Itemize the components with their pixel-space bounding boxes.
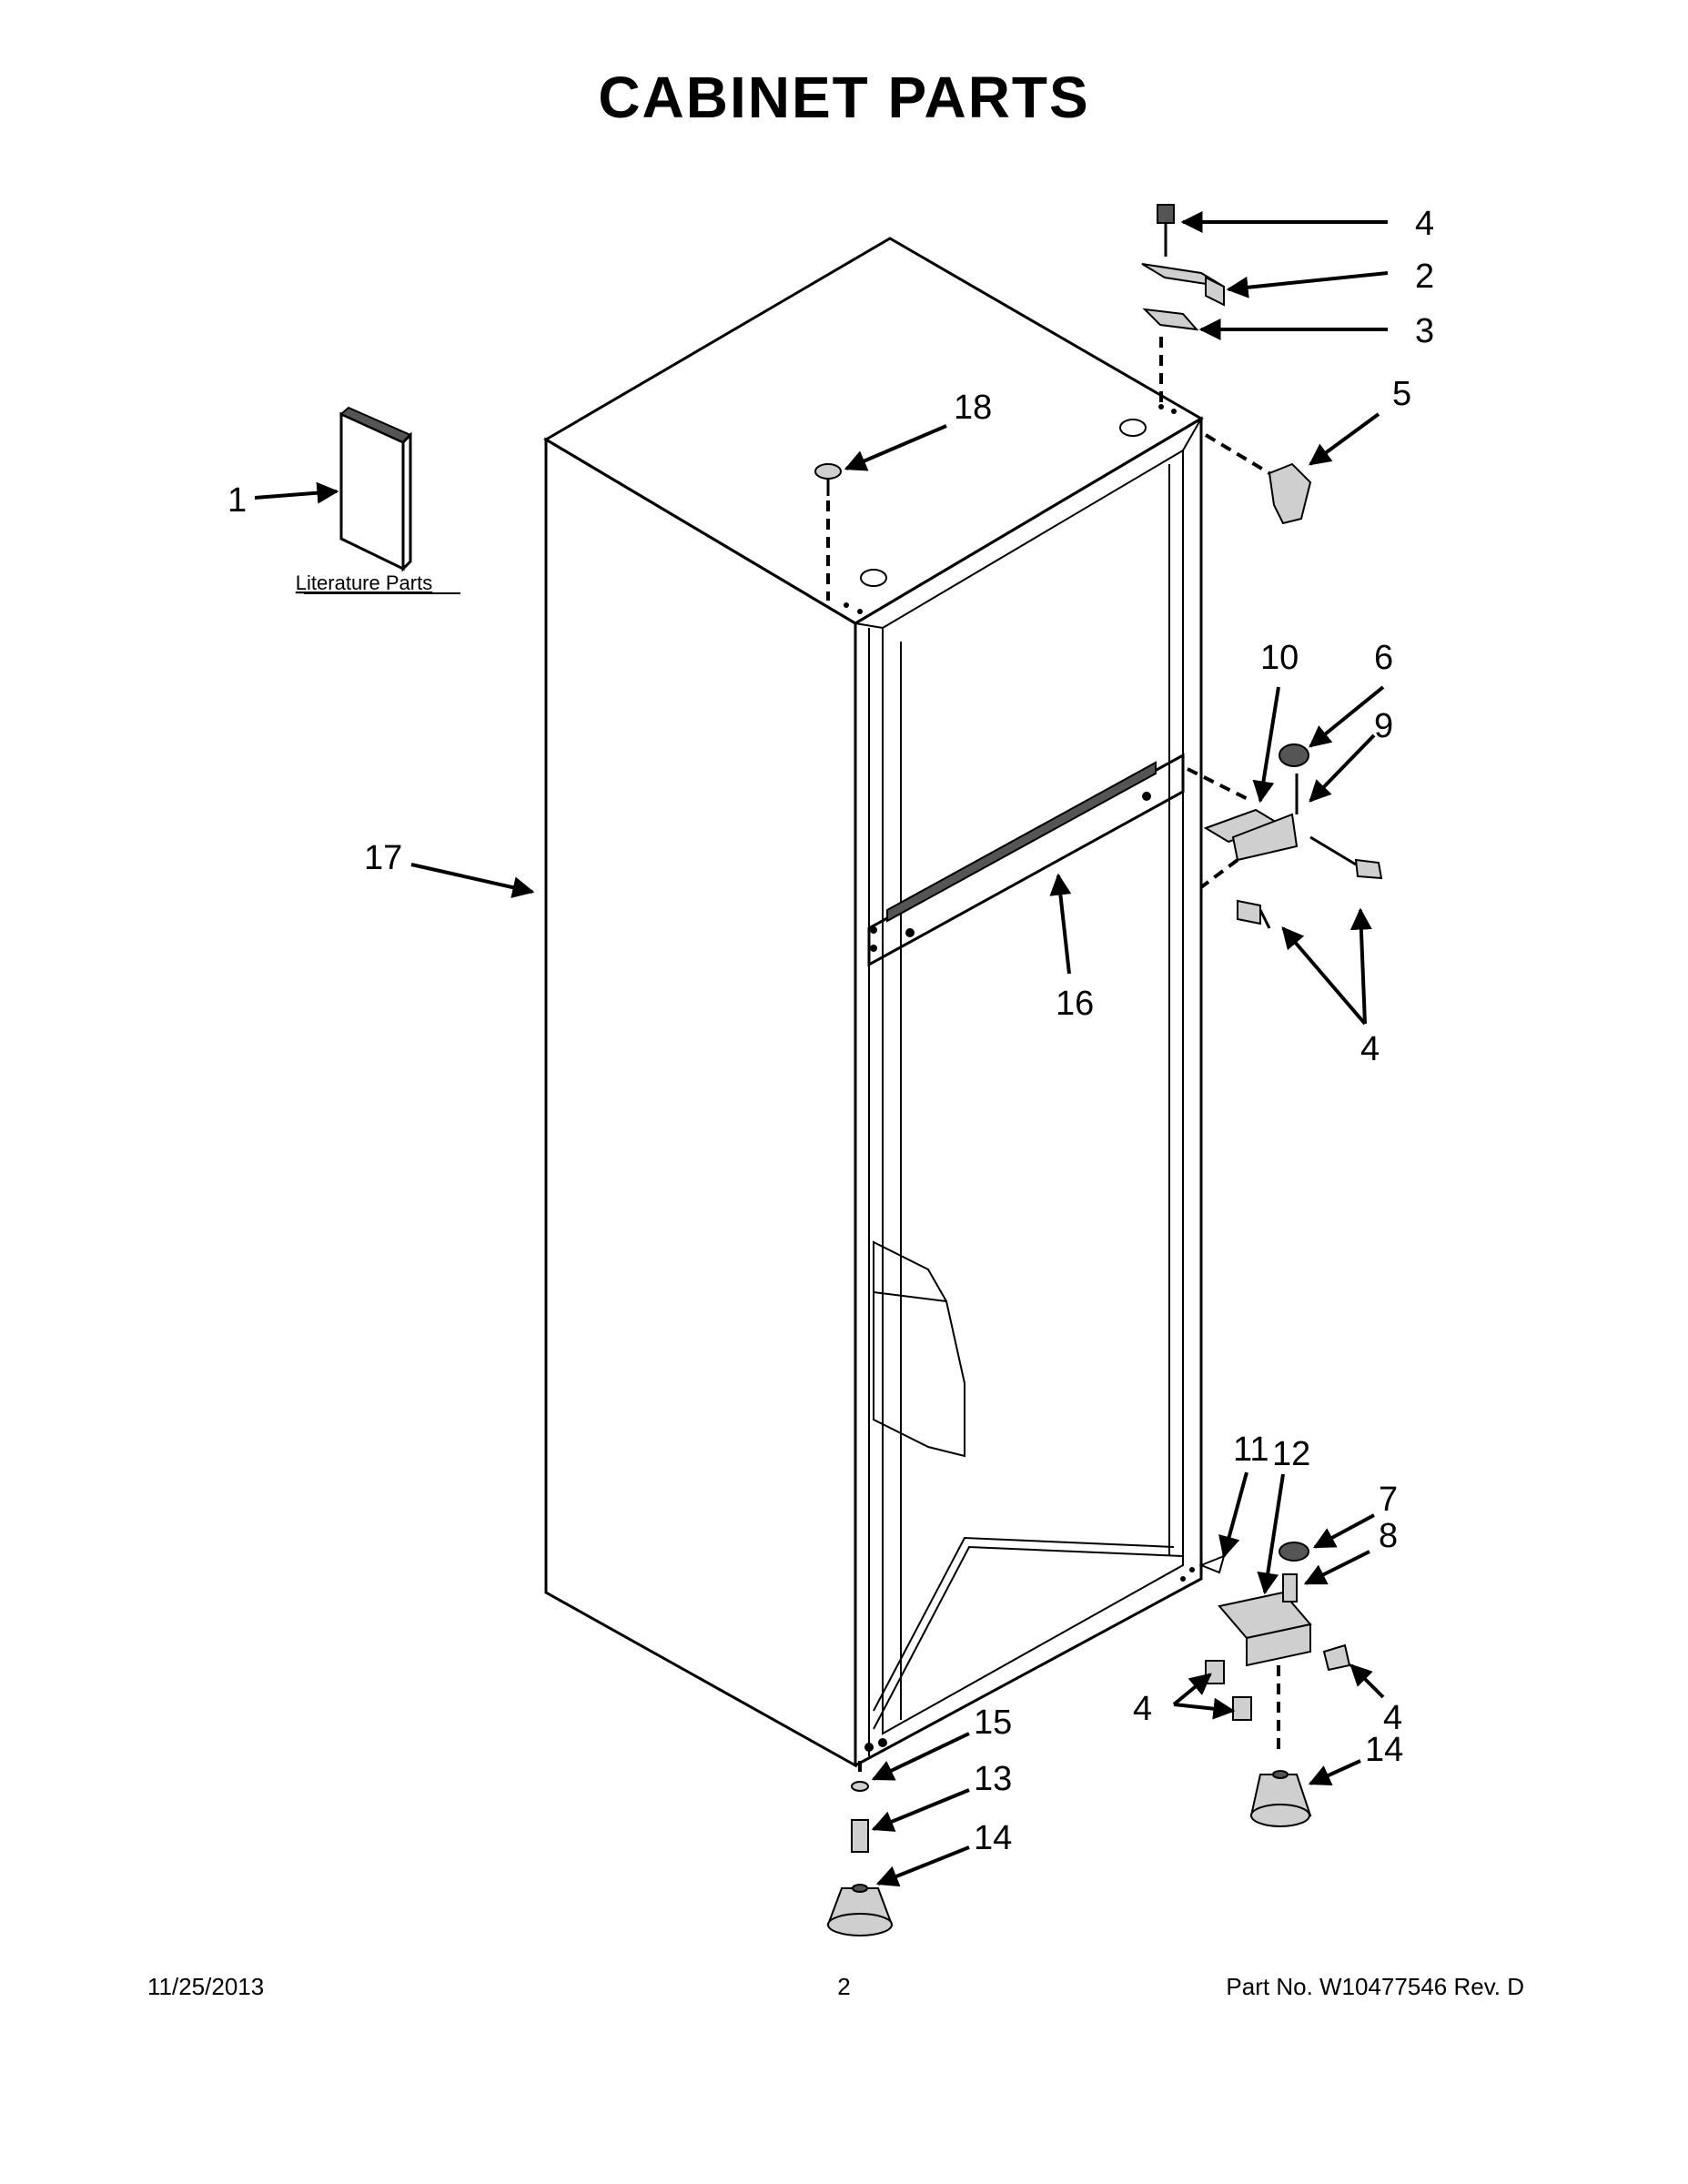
footer-part-number: Part No. W10477546 Rev. D [1226, 1973, 1524, 2000]
callout-4-bottom-right: 4 [1383, 1699, 1402, 1737]
left-leg-assembly [826, 1761, 894, 1936]
literature-part-1 [339, 406, 412, 572]
callout-2: 2 [1415, 258, 1434, 296]
cabinet-body [543, 237, 1204, 1768]
callout-7: 7 [1379, 1481, 1398, 1519]
callout-14-left: 14 [974, 1819, 1012, 1857]
divider-rail-16 [867, 753, 1185, 967]
callout-6: 6 [1374, 639, 1393, 677]
literature-parts-label: Literature Parts [296, 571, 432, 594]
hinge-cover-5 [1204, 433, 1312, 525]
callout-12: 12 [1272, 1435, 1310, 1473]
bottom-hinge-assembly [1198, 1542, 1351, 1756]
top-hinge-assembly [1141, 204, 1225, 405]
center-hinge-assembly [1187, 743, 1383, 929]
leveling-leg-right-14 [1249, 1770, 1312, 1827]
callout-15: 15 [974, 1704, 1012, 1742]
callout-13: 13 [974, 1760, 1012, 1798]
plug-18 [814, 463, 842, 601]
callout-4-bottom-left: 4 [1133, 1690, 1152, 1728]
footer-page-number: 2 [837, 1973, 851, 2000]
callout-9: 9 [1374, 707, 1393, 745]
leader-arrows [254, 211, 1389, 1887]
callout-3: 3 [1415, 312, 1434, 350]
callout-8: 8 [1379, 1517, 1398, 1555]
callout-4-top: 4 [1415, 205, 1434, 243]
page-title: CABINET PARTS [598, 65, 1090, 130]
callout-17: 17 [364, 839, 402, 877]
footer-date: 11/25/2013 [147, 1973, 265, 2000]
callout-11: 11 [1233, 1431, 1269, 1469]
callout-10: 10 [1260, 639, 1299, 677]
callout-5: 5 [1392, 375, 1411, 413]
callout-14-right: 14 [1365, 1731, 1403, 1769]
callout-labels: 4 2 3 5 18 1 10 6 9 4 16 17 11 12 7 8 4 … [227, 205, 1434, 1857]
callout-1: 1 [227, 481, 247, 520]
callout-18: 18 [954, 389, 992, 427]
callout-16: 16 [1056, 985, 1094, 1023]
callout-4-mid: 4 [1360, 1030, 1380, 1068]
